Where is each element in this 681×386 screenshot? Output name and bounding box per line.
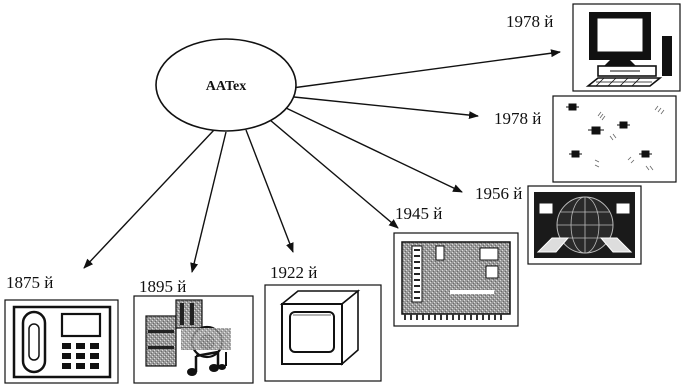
arrow-to-circuit [270,120,398,228]
television-icon [265,285,381,381]
arrow-to-telephone [84,130,214,268]
globe-network-icon [528,186,641,264]
arrow-to-television [246,130,293,252]
circuit-board-icon [394,233,518,326]
hub-label: AATex [206,79,246,94]
arrow-to-radio [192,132,226,272]
year-label-telephone: 1875 й [6,273,53,292]
year-label-radio: 1895 й [139,277,186,296]
radio-music-icon [134,296,253,383]
year-label-globe: 1956 й [475,184,522,203]
year-label-television: 1922 й [270,263,317,282]
hub-node: AATex [156,39,296,131]
arrow-to-computer [292,52,560,88]
satellites-icon [553,96,676,182]
year-label-satellites: 1978 й [494,109,541,128]
arrow-to-satellites [294,97,478,116]
computer-icon [573,4,680,91]
arrow-to-globe [286,108,462,192]
year-label-computer: 1978 й [506,12,553,31]
telephone-icon [5,300,118,383]
year-label-circuit: 1945 й [395,204,442,223]
